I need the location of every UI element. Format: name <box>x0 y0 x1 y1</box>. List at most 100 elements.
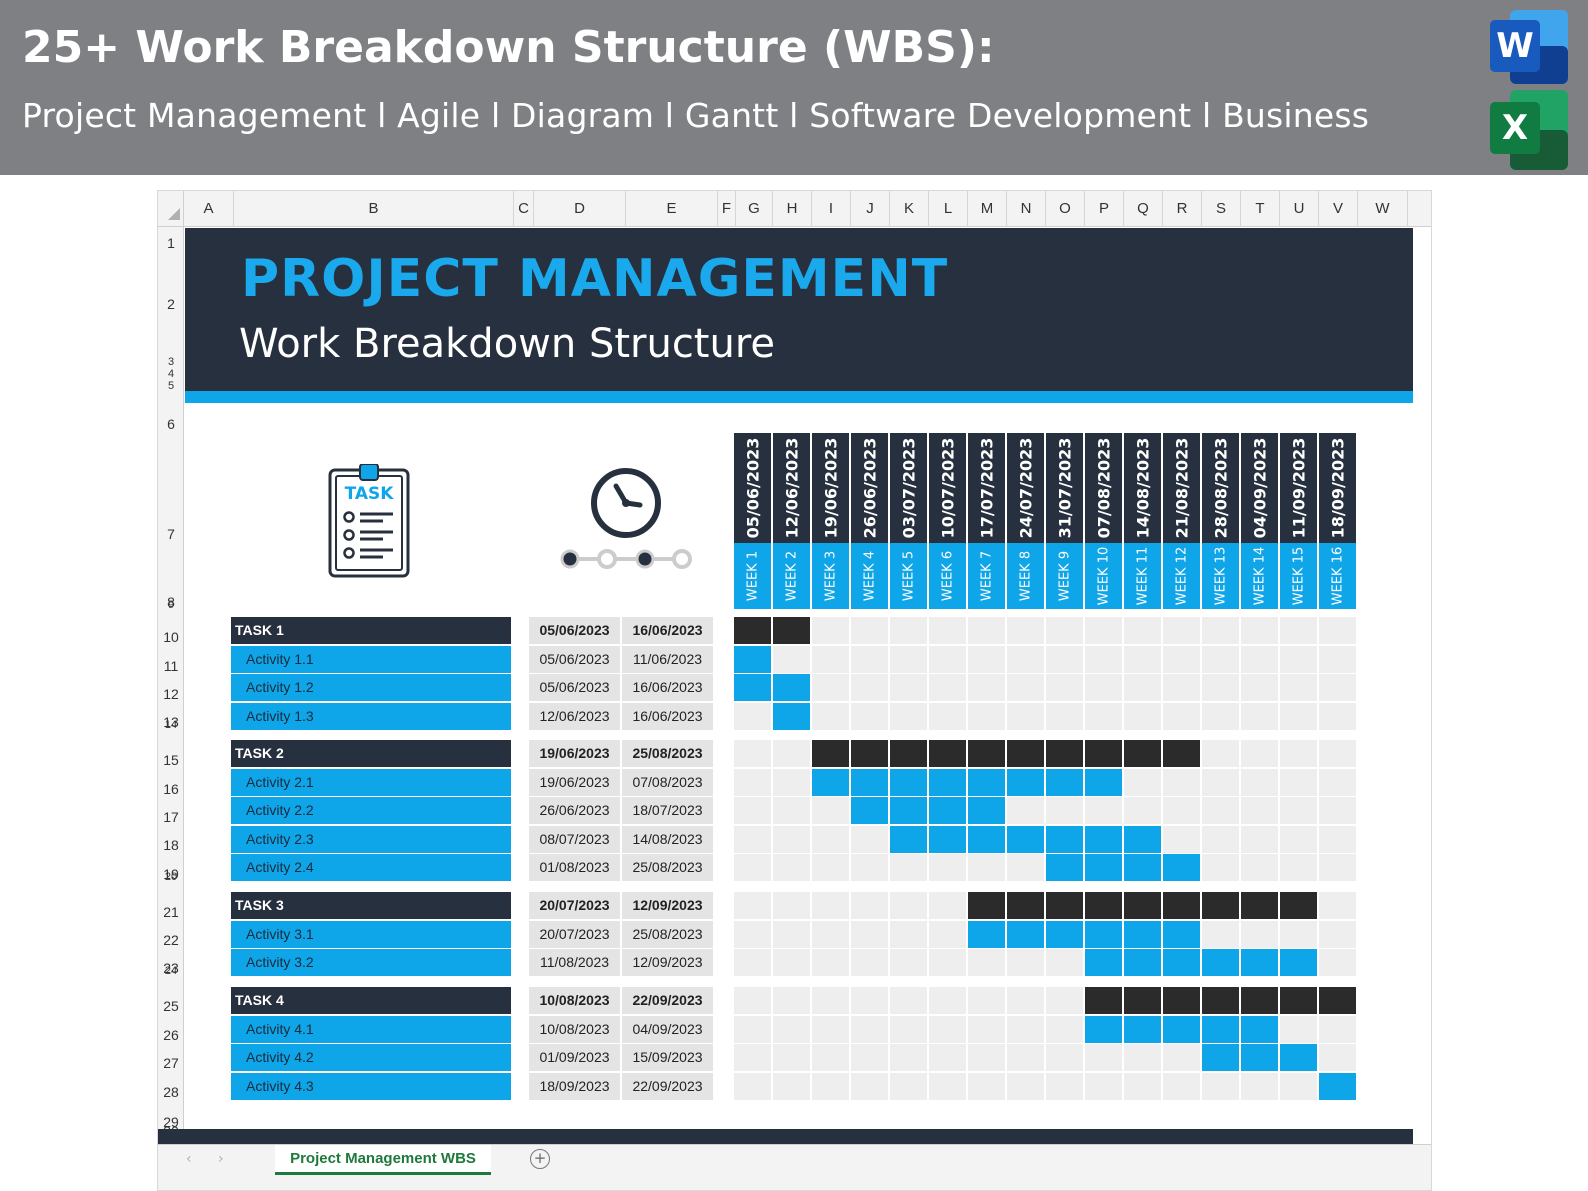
gantt-activity-bar[interactable] <box>929 769 966 796</box>
gantt-empty-cell[interactable] <box>968 674 1005 701</box>
gantt-empty-cell[interactable] <box>734 1073 771 1100</box>
gantt-empty-cell[interactable] <box>773 1073 810 1100</box>
gantt-empty-cell[interactable] <box>851 674 888 701</box>
gantt-empty-cell[interactable] <box>1241 921 1278 948</box>
gantt-empty-cell[interactable] <box>1163 646 1200 673</box>
gantt-empty-cell[interactable] <box>1007 854 1044 881</box>
gantt-empty-cell[interactable] <box>890 949 927 976</box>
gantt-activity-bar[interactable] <box>968 769 1005 796</box>
end-date-cell[interactable]: 15/09/2023 <box>622 1044 713 1071</box>
gantt-empty-cell[interactable] <box>1202 1073 1239 1100</box>
gantt-activity-bar[interactable] <box>890 797 927 824</box>
gantt-empty-cell[interactable] <box>929 987 966 1014</box>
gantt-empty-cell[interactable] <box>851 826 888 853</box>
gantt-empty-cell[interactable] <box>812 1073 849 1100</box>
gantt-empty-cell[interactable] <box>1280 646 1317 673</box>
gantt-task-bar[interactable] <box>968 740 1005 767</box>
gantt-empty-cell[interactable] <box>1007 646 1044 673</box>
gantt-activity-bar[interactable] <box>1046 769 1083 796</box>
activity-name-cell[interactable]: Activity 1.3 <box>231 703 511 730</box>
gantt-empty-cell[interactable] <box>890 646 927 673</box>
gantt-empty-cell[interactable] <box>734 949 771 976</box>
gantt-empty-cell[interactable] <box>1280 674 1317 701</box>
gantt-task-bar[interactable] <box>773 617 810 644</box>
gantt-task-bar[interactable] <box>1124 740 1161 767</box>
gantt-empty-cell[interactable] <box>1319 769 1356 796</box>
gantt-empty-cell[interactable] <box>1241 797 1278 824</box>
gantt-empty-cell[interactable] <box>1280 769 1317 796</box>
row-header-20[interactable]: 20 <box>164 871 178 883</box>
end-date-cell[interactable]: 12/09/2023 <box>622 949 713 976</box>
gantt-empty-cell[interactable] <box>773 854 810 881</box>
gantt-activity-bar[interactable] <box>1046 826 1083 853</box>
select-all-corner[interactable] <box>158 191 184 227</box>
end-date-cell[interactable]: 16/06/2023 <box>622 617 713 644</box>
gantt-empty-cell[interactable] <box>1319 921 1356 948</box>
gantt-empty-cell[interactable] <box>890 617 927 644</box>
column-header-d[interactable]: D <box>534 191 626 227</box>
gantt-empty-cell[interactable] <box>929 646 966 673</box>
gantt-empty-cell[interactable] <box>851 854 888 881</box>
gantt-empty-cell[interactable] <box>890 1016 927 1043</box>
gantt-empty-cell[interactable] <box>1007 987 1044 1014</box>
gantt-empty-cell[interactable] <box>773 769 810 796</box>
column-header-l[interactable]: L <box>929 191 968 227</box>
gantt-empty-cell[interactable] <box>1124 797 1161 824</box>
gantt-empty-cell[interactable] <box>1319 674 1356 701</box>
column-header-g[interactable]: G <box>736 191 773 227</box>
column-header-c[interactable]: C <box>514 191 534 227</box>
start-date-cell[interactable]: 01/08/2023 <box>529 854 620 881</box>
gantt-activity-bar[interactable] <box>1241 949 1278 976</box>
gantt-empty-cell[interactable] <box>812 921 849 948</box>
task-name-cell[interactable]: TASK 1 <box>231 617 511 644</box>
gantt-empty-cell[interactable] <box>1124 769 1161 796</box>
row-header-24[interactable]: 24 <box>164 965 178 977</box>
gantt-task-bar[interactable] <box>1085 892 1122 919</box>
gantt-empty-cell[interactable] <box>890 892 927 919</box>
activity-name-cell[interactable]: Activity 4.2 <box>231 1044 511 1071</box>
gantt-activity-bar[interactable] <box>1046 854 1083 881</box>
gantt-empty-cell[interactable] <box>1280 797 1317 824</box>
gantt-empty-cell[interactable] <box>1085 1044 1122 1071</box>
row-header-3[interactable]: 3 <box>167 356 175 368</box>
gantt-task-bar[interactable] <box>1202 892 1239 919</box>
gantt-empty-cell[interactable] <box>1163 617 1200 644</box>
gantt-empty-cell[interactable] <box>773 646 810 673</box>
start-date-cell[interactable]: 26/06/2023 <box>529 797 620 824</box>
row-header-26[interactable]: 26 <box>163 1027 179 1043</box>
gantt-empty-cell[interactable] <box>773 1016 810 1043</box>
activity-name-cell[interactable]: Activity 2.3 <box>231 826 511 853</box>
gantt-empty-cell[interactable] <box>1163 797 1200 824</box>
row-header-2[interactable]: 2 <box>167 296 175 312</box>
gantt-activity-bar[interactable] <box>1007 921 1044 948</box>
row-header-25[interactable]: 25 <box>163 998 179 1014</box>
gantt-task-bar[interactable] <box>1085 740 1122 767</box>
gantt-empty-cell[interactable] <box>1319 646 1356 673</box>
end-date-cell[interactable]: 16/06/2023 <box>622 703 713 730</box>
gantt-empty-cell[interactable] <box>1085 674 1122 701</box>
gantt-task-bar[interactable] <box>1202 987 1239 1014</box>
gantt-empty-cell[interactable] <box>1202 740 1239 767</box>
gantt-empty-cell[interactable] <box>1085 617 1122 644</box>
row-header-28[interactable]: 28 <box>163 1084 179 1100</box>
gantt-empty-cell[interactable] <box>812 826 849 853</box>
column-header-i[interactable]: I <box>812 191 851 227</box>
column-header-f[interactable]: F <box>718 191 736 227</box>
gantt-empty-cell[interactable] <box>1202 854 1239 881</box>
gantt-activity-bar[interactable] <box>929 826 966 853</box>
gantt-empty-cell[interactable] <box>1319 892 1356 919</box>
gantt-empty-cell[interactable] <box>1124 1044 1161 1071</box>
gantt-activity-bar[interactable] <box>773 674 810 701</box>
gantt-empty-cell[interactable] <box>1202 703 1239 730</box>
gantt-empty-cell[interactable] <box>1280 1073 1317 1100</box>
end-date-cell[interactable]: 12/09/2023 <box>622 892 713 919</box>
gantt-empty-cell[interactable] <box>1007 703 1044 730</box>
activity-name-cell[interactable]: Activity 4.3 <box>231 1073 511 1100</box>
start-date-cell[interactable]: 18/09/2023 <box>529 1073 620 1100</box>
gantt-activity-bar[interactable] <box>968 797 1005 824</box>
task-name-cell[interactable]: TASK 3 <box>231 892 511 919</box>
gantt-empty-cell[interactable] <box>851 892 888 919</box>
gantt-task-bar[interactable] <box>1124 892 1161 919</box>
gantt-empty-cell[interactable] <box>812 854 849 881</box>
gantt-empty-cell[interactable] <box>1202 617 1239 644</box>
